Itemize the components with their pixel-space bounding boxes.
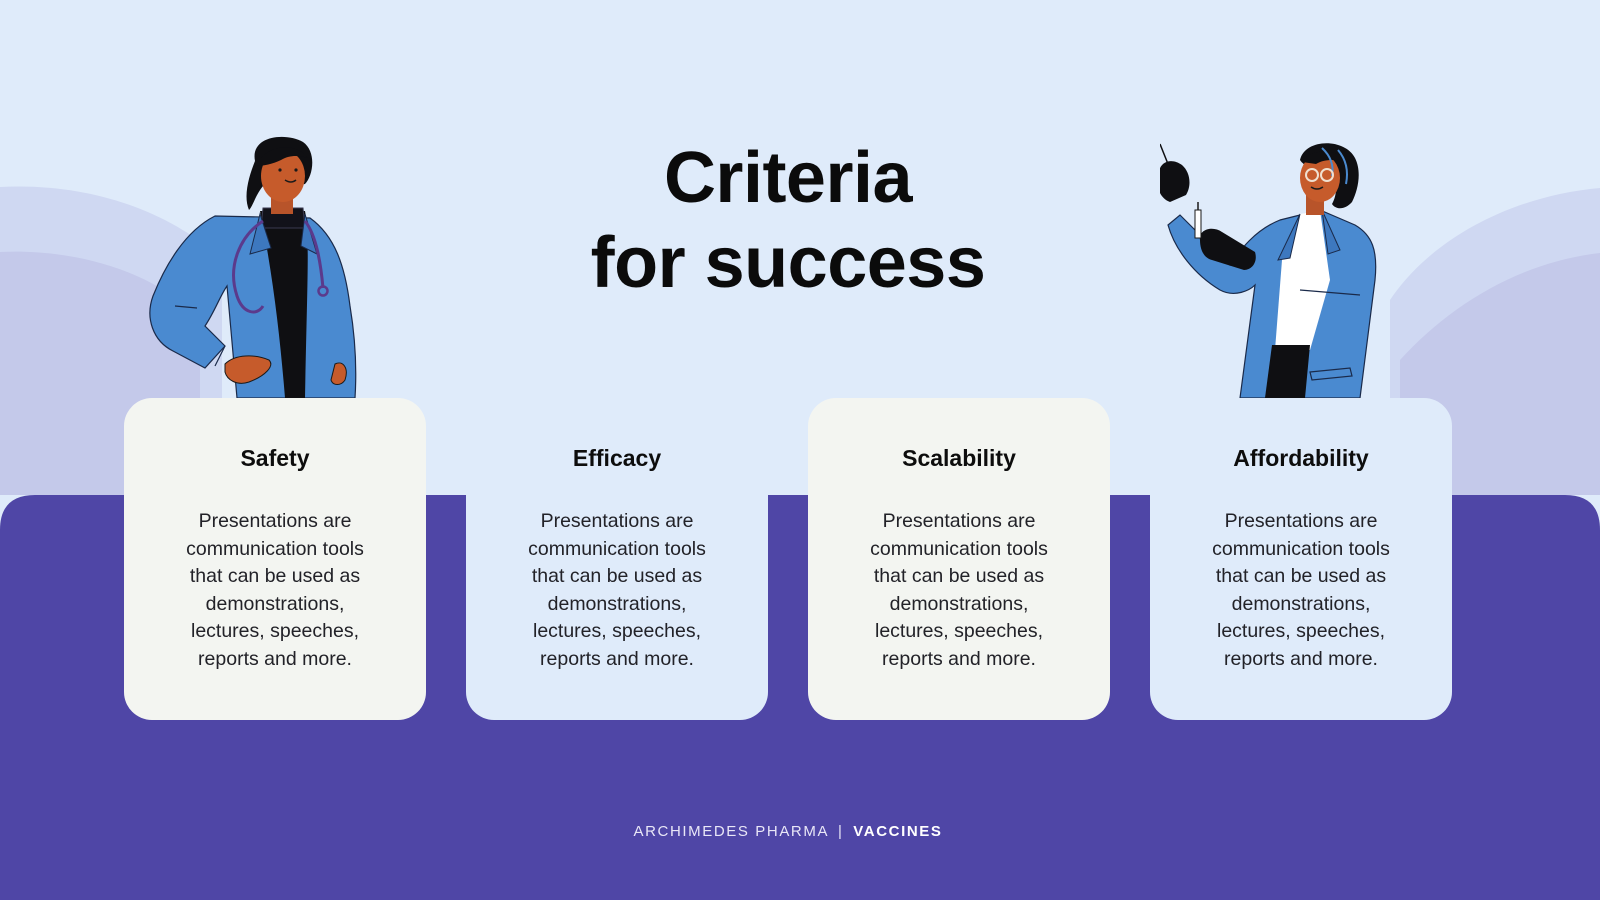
footer-section: VACCINES	[853, 823, 943, 840]
doctor-with-stethoscope-illustration	[149, 136, 357, 399]
criteria-card-safety: Safety Presentations are communication t…	[124, 398, 426, 720]
card-heading: Affordability	[1233, 445, 1369, 471]
footer-branding: ARCHIMEDES PHARMA | VACCINES	[0, 823, 1576, 840]
card-heading: Safety	[240, 445, 310, 471]
card-heading: Efficacy	[572, 445, 662, 471]
card-text: Presentations are communication tools th…	[186, 510, 364, 670]
criteria-card-affordability: Affordability Presentations are communic…	[1150, 398, 1452, 720]
slide-title-line1: Criteria	[663, 138, 913, 218]
criteria-card-scalability: Scalability Presentations are communicat…	[808, 398, 1110, 720]
card-heading: Scalability	[902, 445, 1016, 471]
footer-company: ARCHIMEDES PHARMA	[633, 823, 829, 840]
slide-title: Criteria for success	[0, 136, 1576, 306]
slide-title-line2: for success	[590, 223, 986, 303]
footer-separator: |	[838, 823, 844, 840]
card-text: Presentations are communication tools th…	[1212, 510, 1390, 670]
doctor-with-syringe-illustration	[1160, 143, 1377, 399]
card-text: Presentations are communication tools th…	[870, 510, 1048, 670]
criteria-card-efficacy: Efficacy Presentations are communication…	[466, 398, 768, 720]
card-text: Presentations are communication tools th…	[528, 510, 706, 670]
